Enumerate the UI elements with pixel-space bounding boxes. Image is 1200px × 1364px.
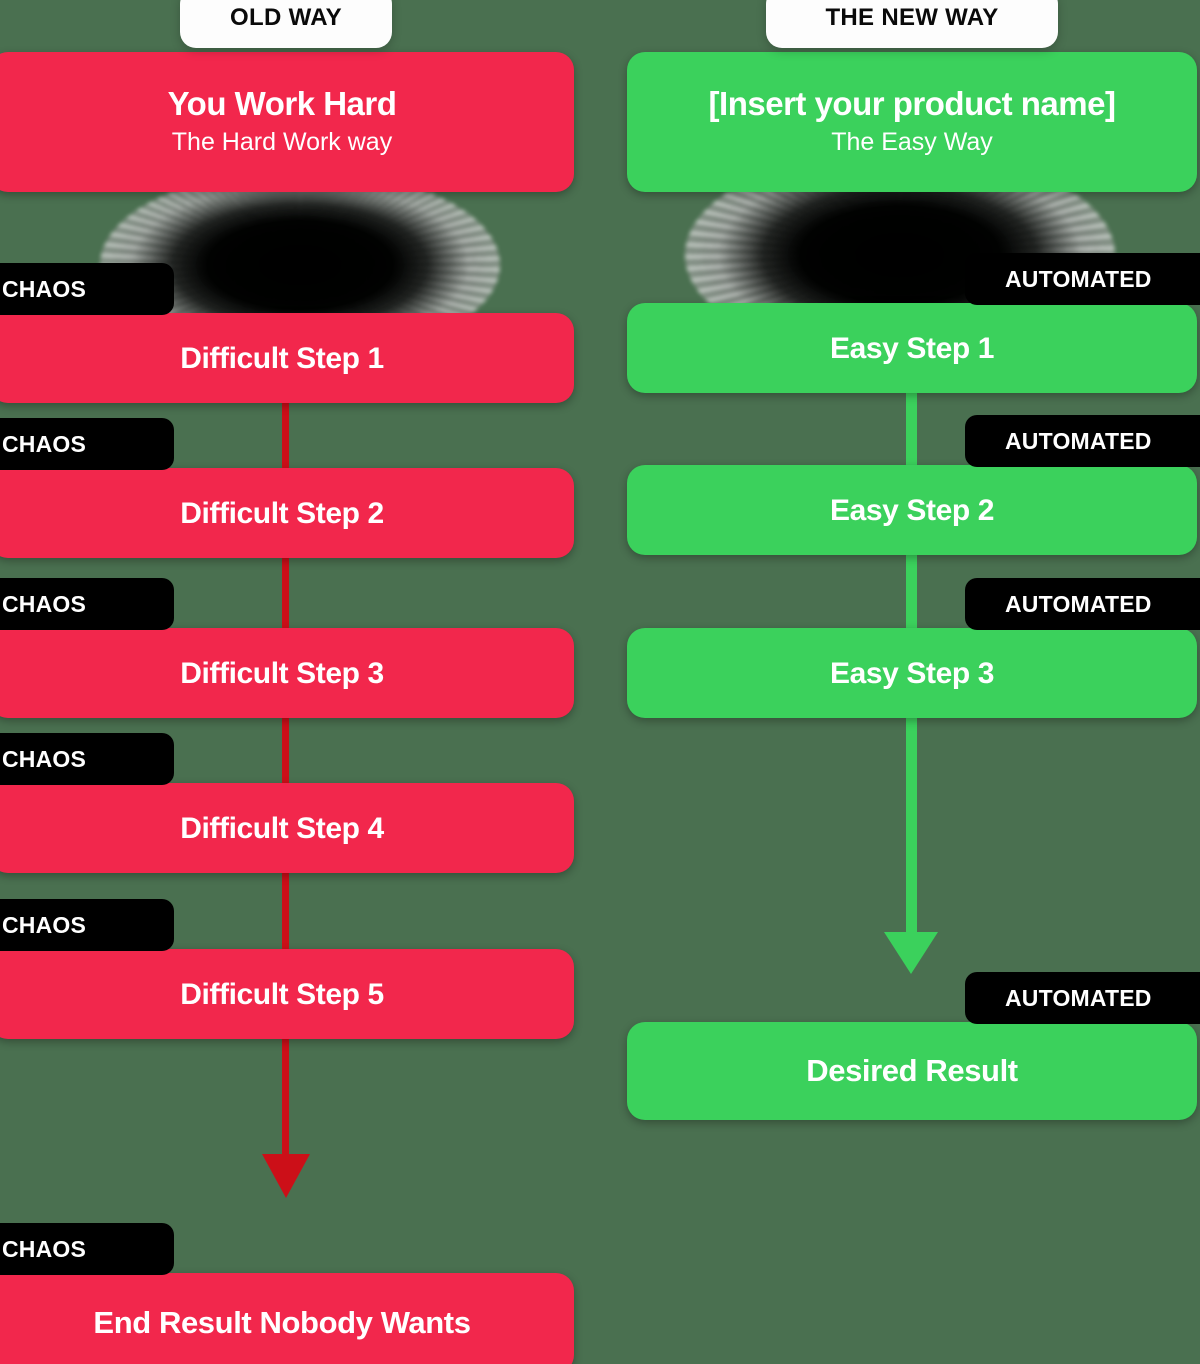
right-step-label-1: Easy Step 1	[829, 331, 995, 365]
left-step-label-5: Difficult Step 5	[180, 977, 384, 1011]
left-header-title: You Work Hard	[167, 85, 397, 123]
left-step-label-1: Difficult Step 1	[180, 341, 384, 375]
right-header-subtitle: The Easy Way	[831, 128, 993, 157]
left-step-label-3: Difficult Step 3	[180, 656, 384, 690]
right-result-label: Desired Result	[806, 1053, 1018, 1088]
right-step-card-2: Easy Step 2	[627, 465, 1197, 555]
right-step-label-2: Easy Step 2	[829, 493, 995, 527]
connector-arrow-green-icon	[884, 932, 938, 974]
left-step-card-5: Difficult Step 5	[0, 949, 574, 1039]
right-header-card: [Insert your product name] The Easy Way	[627, 52, 1197, 192]
left-result-card: End Result Nobody Wants	[0, 1273, 574, 1364]
automated-badge-3: AUTOMATED	[965, 578, 1200, 630]
left-step-card-1: Difficult Step 1	[0, 313, 574, 403]
left-header-subtitle: The Hard Work way	[171, 128, 393, 157]
left-header-card: You Work Hard The Hard Work way	[0, 52, 574, 192]
chaos-badge-4: CHAOS	[0, 733, 174, 785]
left-result-label: End Result Nobody Wants	[93, 1305, 471, 1340]
right-result-card: Desired Result	[627, 1022, 1197, 1120]
right-step-card-3: Easy Step 3	[627, 628, 1197, 718]
connector-arrow-red-icon	[262, 1154, 310, 1198]
chaos-badge-1: CHAOS	[0, 263, 174, 315]
automated-badge-2: AUTOMATED	[965, 415, 1200, 467]
chaos-badge-2: CHAOS	[0, 418, 174, 470]
left-column-pill: OLD WAY	[180, 0, 392, 48]
automated-badge-1: AUTOMATED	[965, 253, 1200, 305]
left-step-label-2: Difficult Step 2	[180, 496, 384, 530]
automated-badge-4: AUTOMATED	[965, 972, 1200, 1024]
left-step-card-2: Difficult Step 2	[0, 468, 574, 558]
chaos-badge-6: CHAOS	[0, 1223, 174, 1275]
left-step-card-4: Difficult Step 4	[0, 783, 574, 873]
right-step-label-3: Easy Step 3	[829, 656, 995, 690]
right-column-pill: THE NEW WAY	[766, 0, 1058, 48]
chaos-badge-5: CHAOS	[0, 899, 174, 951]
right-header-title: [Insert your product name]	[708, 85, 1116, 123]
chaos-badge-3: CHAOS	[0, 578, 174, 630]
right-step-card-1: Easy Step 1	[627, 303, 1197, 393]
left-step-label-4: Difficult Step 4	[180, 811, 384, 845]
left-step-card-3: Difficult Step 3	[0, 628, 574, 718]
